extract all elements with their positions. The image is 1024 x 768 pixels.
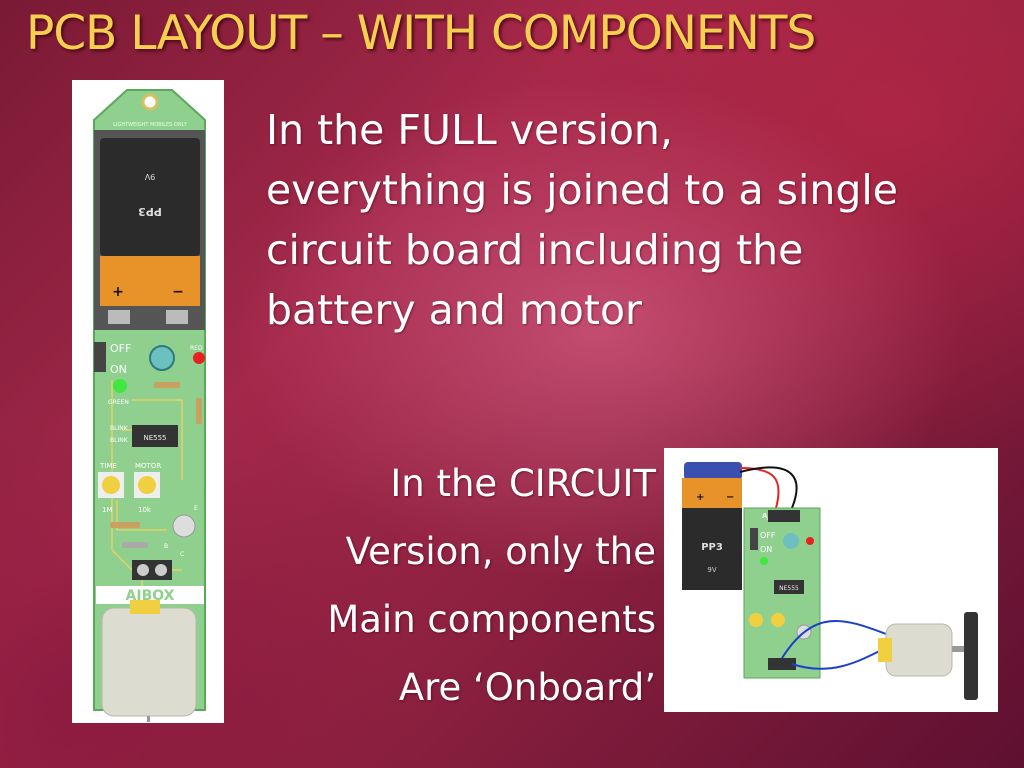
blink-label-2: BLINK (110, 437, 129, 444)
pot-motor-knob (771, 613, 785, 627)
battery-cap (682, 478, 742, 508)
pin-c: C (180, 551, 184, 558)
pot-time-knob (102, 476, 120, 494)
green-led (113, 379, 127, 393)
full-version-image: LIGHTWEIGHT MOBILES ONLY 9V PP3 + − OFF … (72, 80, 224, 723)
diode (122, 542, 148, 548)
ic-chip (132, 425, 178, 447)
battery-label: PP3 (701, 542, 723, 553)
resistor (154, 382, 180, 388)
switch-off-label: OFF (110, 342, 131, 355)
terminal-block (768, 510, 800, 522)
circuit-illustration: + − PP3 9V AJBOX OFF ON NE555 (682, 462, 978, 700)
power-switch (94, 342, 106, 372)
full-version-text: In the FULL version, everything is joine… (266, 100, 986, 340)
motor (885, 623, 953, 677)
motor-shaft (952, 646, 966, 652)
pin-e: E (194, 505, 198, 512)
switch-on-label: ON (110, 363, 127, 376)
brand-plate (96, 586, 204, 604)
battery-clip-minus (166, 310, 188, 324)
res-10k-label: 10k (138, 506, 152, 514)
battery-clip (684, 462, 742, 480)
battery-minus: − (172, 284, 184, 300)
red-wire (739, 467, 780, 509)
circuit-line: Main components (327, 598, 656, 641)
pot-time-knob (749, 613, 763, 627)
battery-clip-plus (108, 310, 130, 324)
resistor (196, 398, 202, 424)
hanging-hole (141, 93, 159, 111)
full-pcb-illustration: LIGHTWEIGHT MOBILES ONLY 9V PP3 + − OFF … (93, 89, 206, 722)
ic-chip (774, 580, 804, 594)
blue-wire (781, 620, 887, 659)
board-header-text: LIGHTWEIGHT MOBILES ONLY (113, 122, 187, 128)
terminal-screw (137, 564, 149, 576)
power-switch (750, 528, 758, 550)
switch-off-label: OFF (760, 531, 776, 540)
circuit-version-text: In the CIRCUIT Version, only the Main co… (327, 450, 656, 722)
green-led-label: GREEN (108, 399, 129, 406)
gear-wheel (964, 612, 978, 700)
ic-label: NE555 (143, 434, 166, 442)
body-line: everything is joined to a single (266, 166, 898, 214)
res-1m-label: 1M (102, 506, 113, 514)
capacitor (783, 533, 799, 549)
pot-time-label: TIME (99, 462, 117, 470)
red-led (193, 352, 205, 364)
battery-label: PP3 (138, 205, 162, 218)
pot-motor-knob (138, 476, 156, 494)
motor-mount (878, 638, 892, 662)
battery-body (682, 508, 742, 590)
body-line: In the FULL version, (266, 106, 673, 154)
pin-b: B (164, 543, 168, 550)
motor-terminal-block (768, 658, 796, 670)
battery-plus: + (112, 284, 124, 300)
circuit-line: In the CIRCUIT (390, 462, 656, 505)
capacitor (149, 345, 175, 371)
terminal-screw (155, 564, 167, 576)
battery-voltage: 9V (707, 566, 716, 574)
green-led (760, 557, 768, 565)
battery-voltage: 9V (144, 172, 155, 181)
battery-cap (100, 256, 200, 306)
motor-mount (130, 600, 160, 614)
red-led (806, 537, 814, 545)
resistor (110, 522, 140, 528)
circuit-line: Version, only the (345, 530, 656, 573)
body-line: battery and motor (266, 286, 642, 334)
battery-minus: − (726, 492, 734, 503)
circuit-version-image: + − PP3 9V AJBOX OFF ON NE555 (664, 448, 998, 712)
slide-title: PCB LAYOUT – WITH COMPONENTS (26, 6, 816, 61)
transistor (172, 514, 196, 538)
battery-body (100, 138, 200, 256)
body-line: circuit board including the (266, 226, 804, 274)
pot-motor-label: MOTOR (135, 462, 161, 470)
motor-shaft (147, 716, 150, 722)
black-wire (739, 466, 798, 509)
motor (101, 607, 197, 717)
circuit-line: Are ‘Onboard’ (398, 666, 656, 709)
switch-on-label: ON (760, 545, 772, 554)
red-led-label: RED (190, 345, 203, 352)
ic-label: NE555 (779, 585, 799, 592)
battery-plus: + (696, 492, 704, 503)
blink-label-1: BLINK (110, 425, 129, 432)
